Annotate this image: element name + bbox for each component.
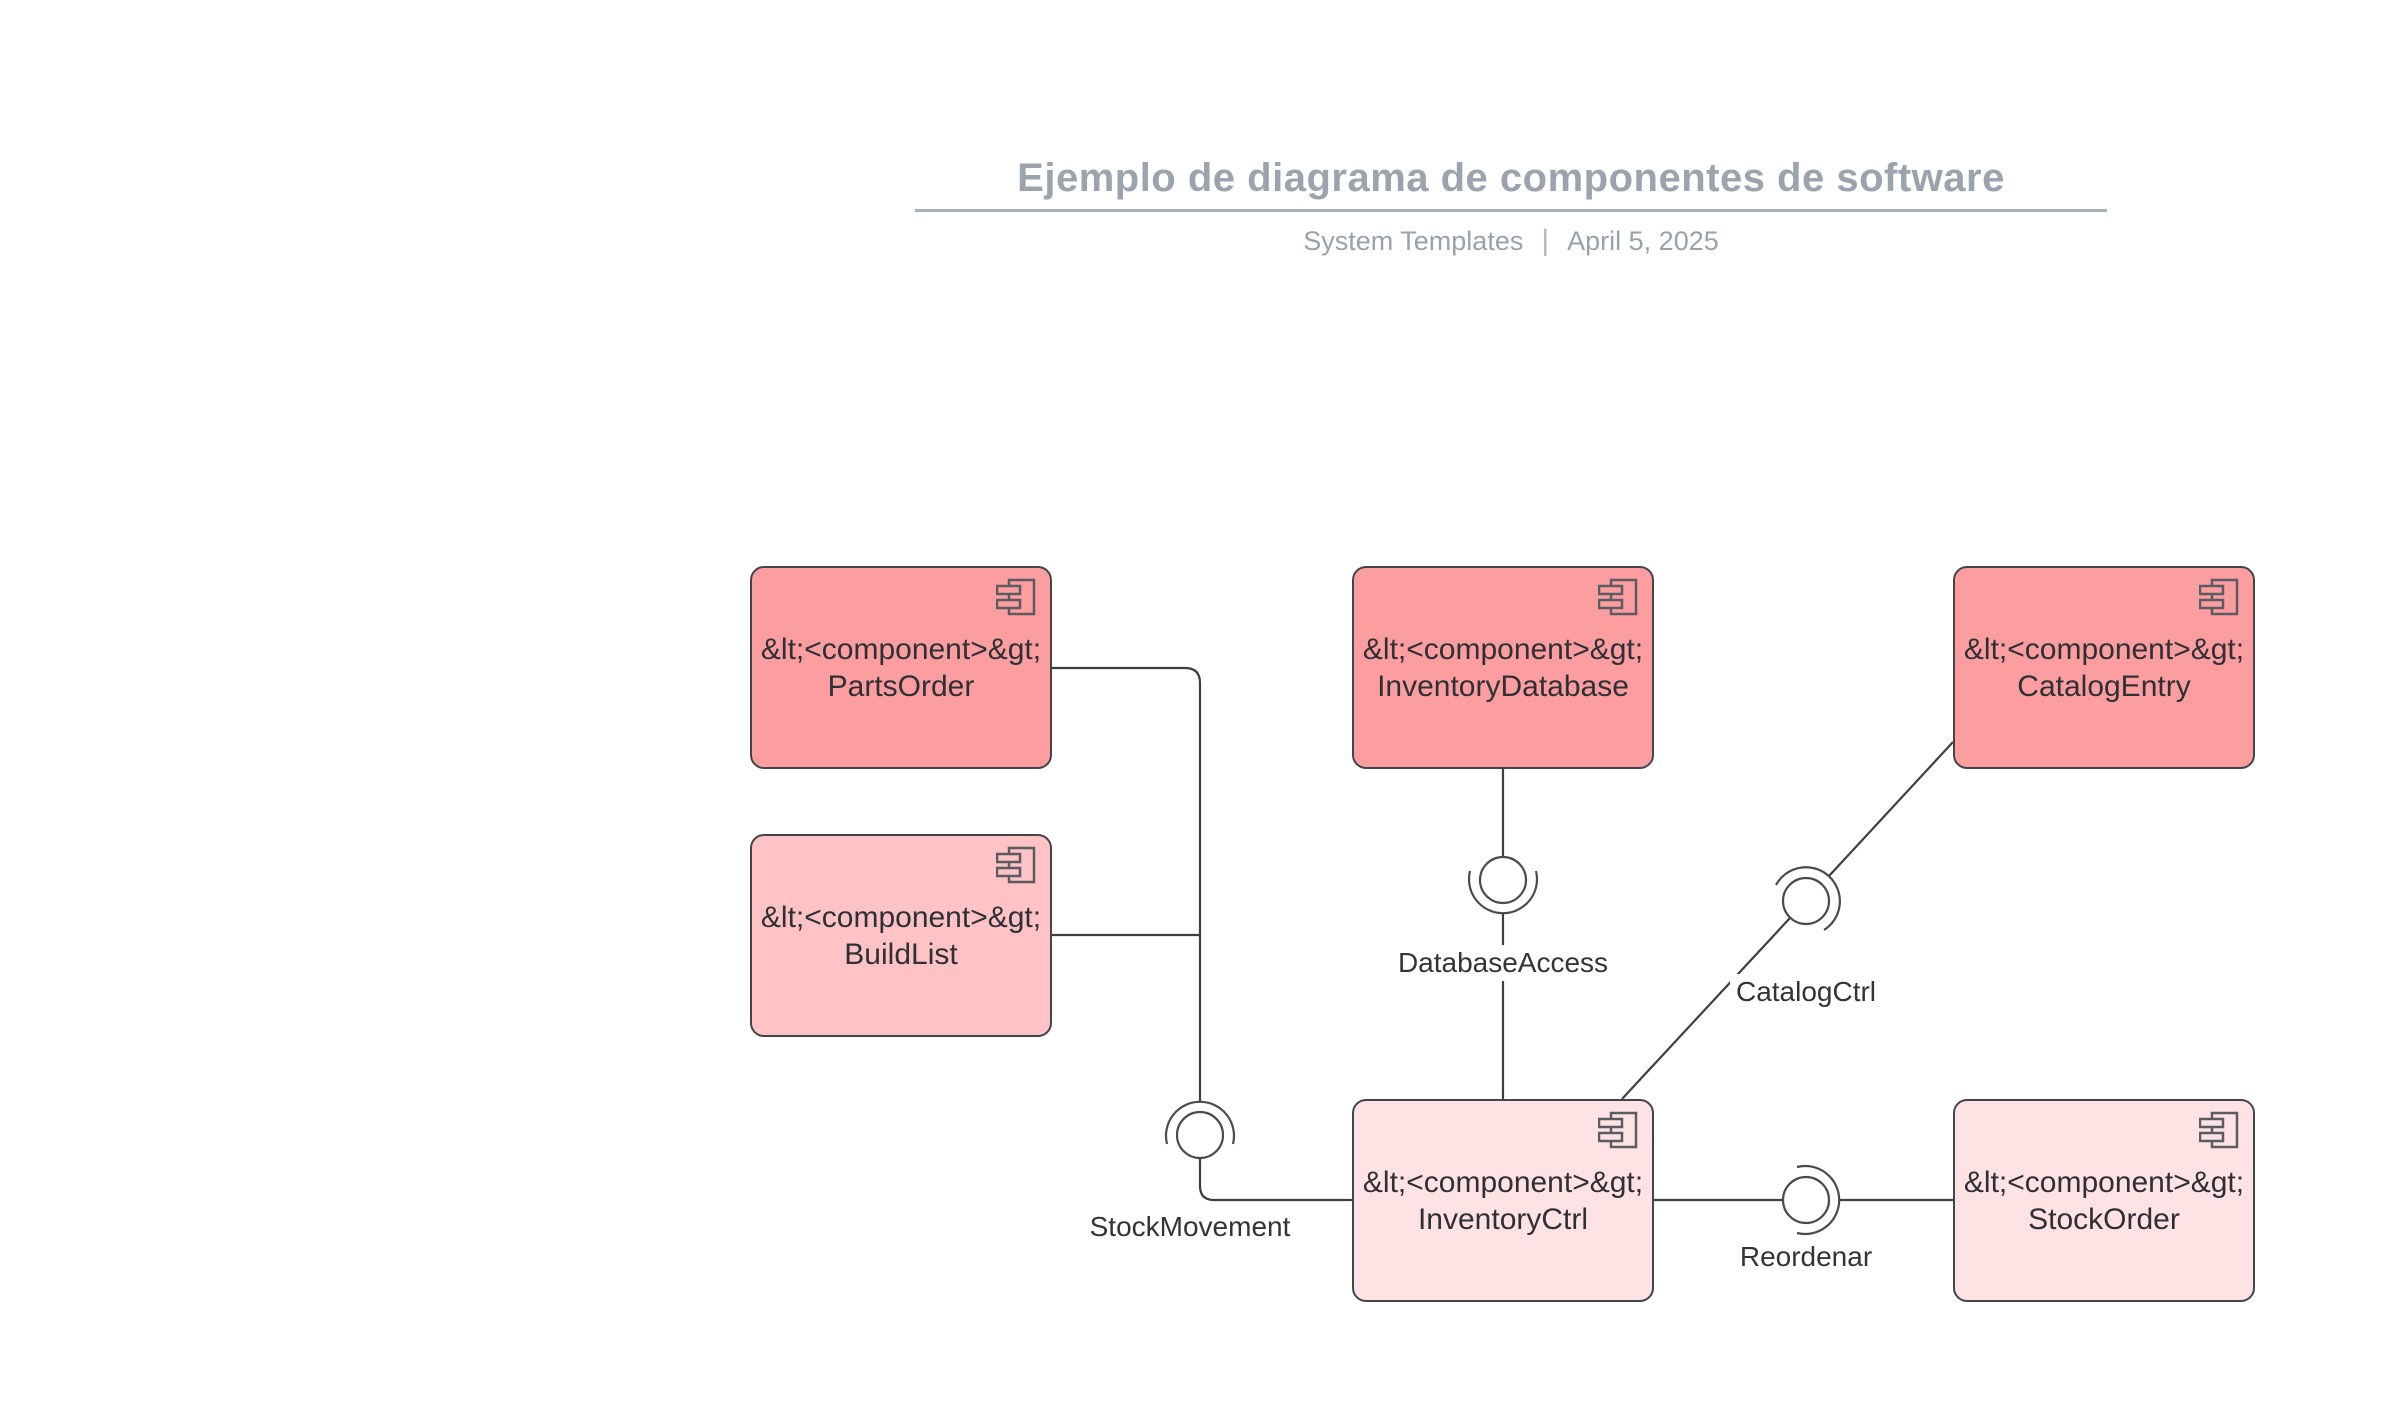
component-name: BuildList (844, 937, 958, 971)
page-subtitle: System Templates | April 5, 2025 (915, 224, 2107, 258)
component-icon (1598, 1111, 1638, 1149)
component-icon (2199, 1111, 2239, 1149)
component-name: InventoryDatabase (1377, 669, 1629, 703)
subtitle-separator: | (1541, 224, 1550, 257)
interface-label-catalog-ctrl: CatalogCtrl (1729, 974, 1883, 1010)
connection-stock-movement (1052, 666, 1352, 1202)
component-name: CatalogEntry (2017, 669, 2191, 703)
component-stereotype: &lt;<component>&gt; (760, 900, 1042, 934)
component-catalog-entry[interactable]: &lt;<component>&gt; CatalogEntry (1953, 566, 2255, 769)
component-name: PartsOrder (827, 669, 975, 703)
component-icon (1598, 578, 1638, 616)
connection-reordenar (1654, 1164, 1953, 1236)
connection-database-access (1467, 769, 1539, 1099)
interface-label-reordenar: Reordenar (1733, 1239, 1879, 1275)
component-stereotype: &lt;<component>&gt; (1963, 1165, 2245, 1199)
component-parts-order[interactable]: &lt;<component>&gt; PartsOrder (750, 566, 1052, 769)
page-title: Ejemplo de diagrama de componentes de so… (1017, 156, 2005, 200)
component-icon (2199, 578, 2239, 616)
component-stereotype: &lt;<component>&gt; (1963, 632, 2245, 666)
component-stereotype: &lt;<component>&gt; (760, 632, 1042, 666)
component-icon (996, 578, 1036, 616)
component-name: StockOrder (2028, 1202, 2180, 1236)
interface-label-database-access: DatabaseAccess (1391, 945, 1615, 981)
component-stock-order[interactable]: &lt;<component>&gt; StockOrder (1953, 1099, 2255, 1302)
component-stereotype: &lt;<component>&gt; (1362, 632, 1644, 666)
component-name: InventoryCtrl (1417, 1202, 1589, 1236)
component-build-list[interactable]: &lt;<component>&gt; BuildList (750, 834, 1052, 1037)
title-underline (915, 209, 2107, 212)
component-inventory-ctrl[interactable]: &lt;<component>&gt; InventoryCtrl (1352, 1099, 1654, 1302)
connection-catalog-ctrl (1621, 741, 1954, 1100)
component-icon (996, 846, 1036, 884)
subtitle-source: System Templates (1303, 225, 1524, 256)
subtitle-date: April 5, 2025 (1567, 225, 1719, 256)
component-inventory-database[interactable]: &lt;<component>&gt; InventoryDatabase (1352, 566, 1654, 769)
interface-label-stock-movement: StockMovement (1083, 1209, 1297, 1245)
component-stereotype: &lt;<component>&gt; (1362, 1165, 1644, 1199)
